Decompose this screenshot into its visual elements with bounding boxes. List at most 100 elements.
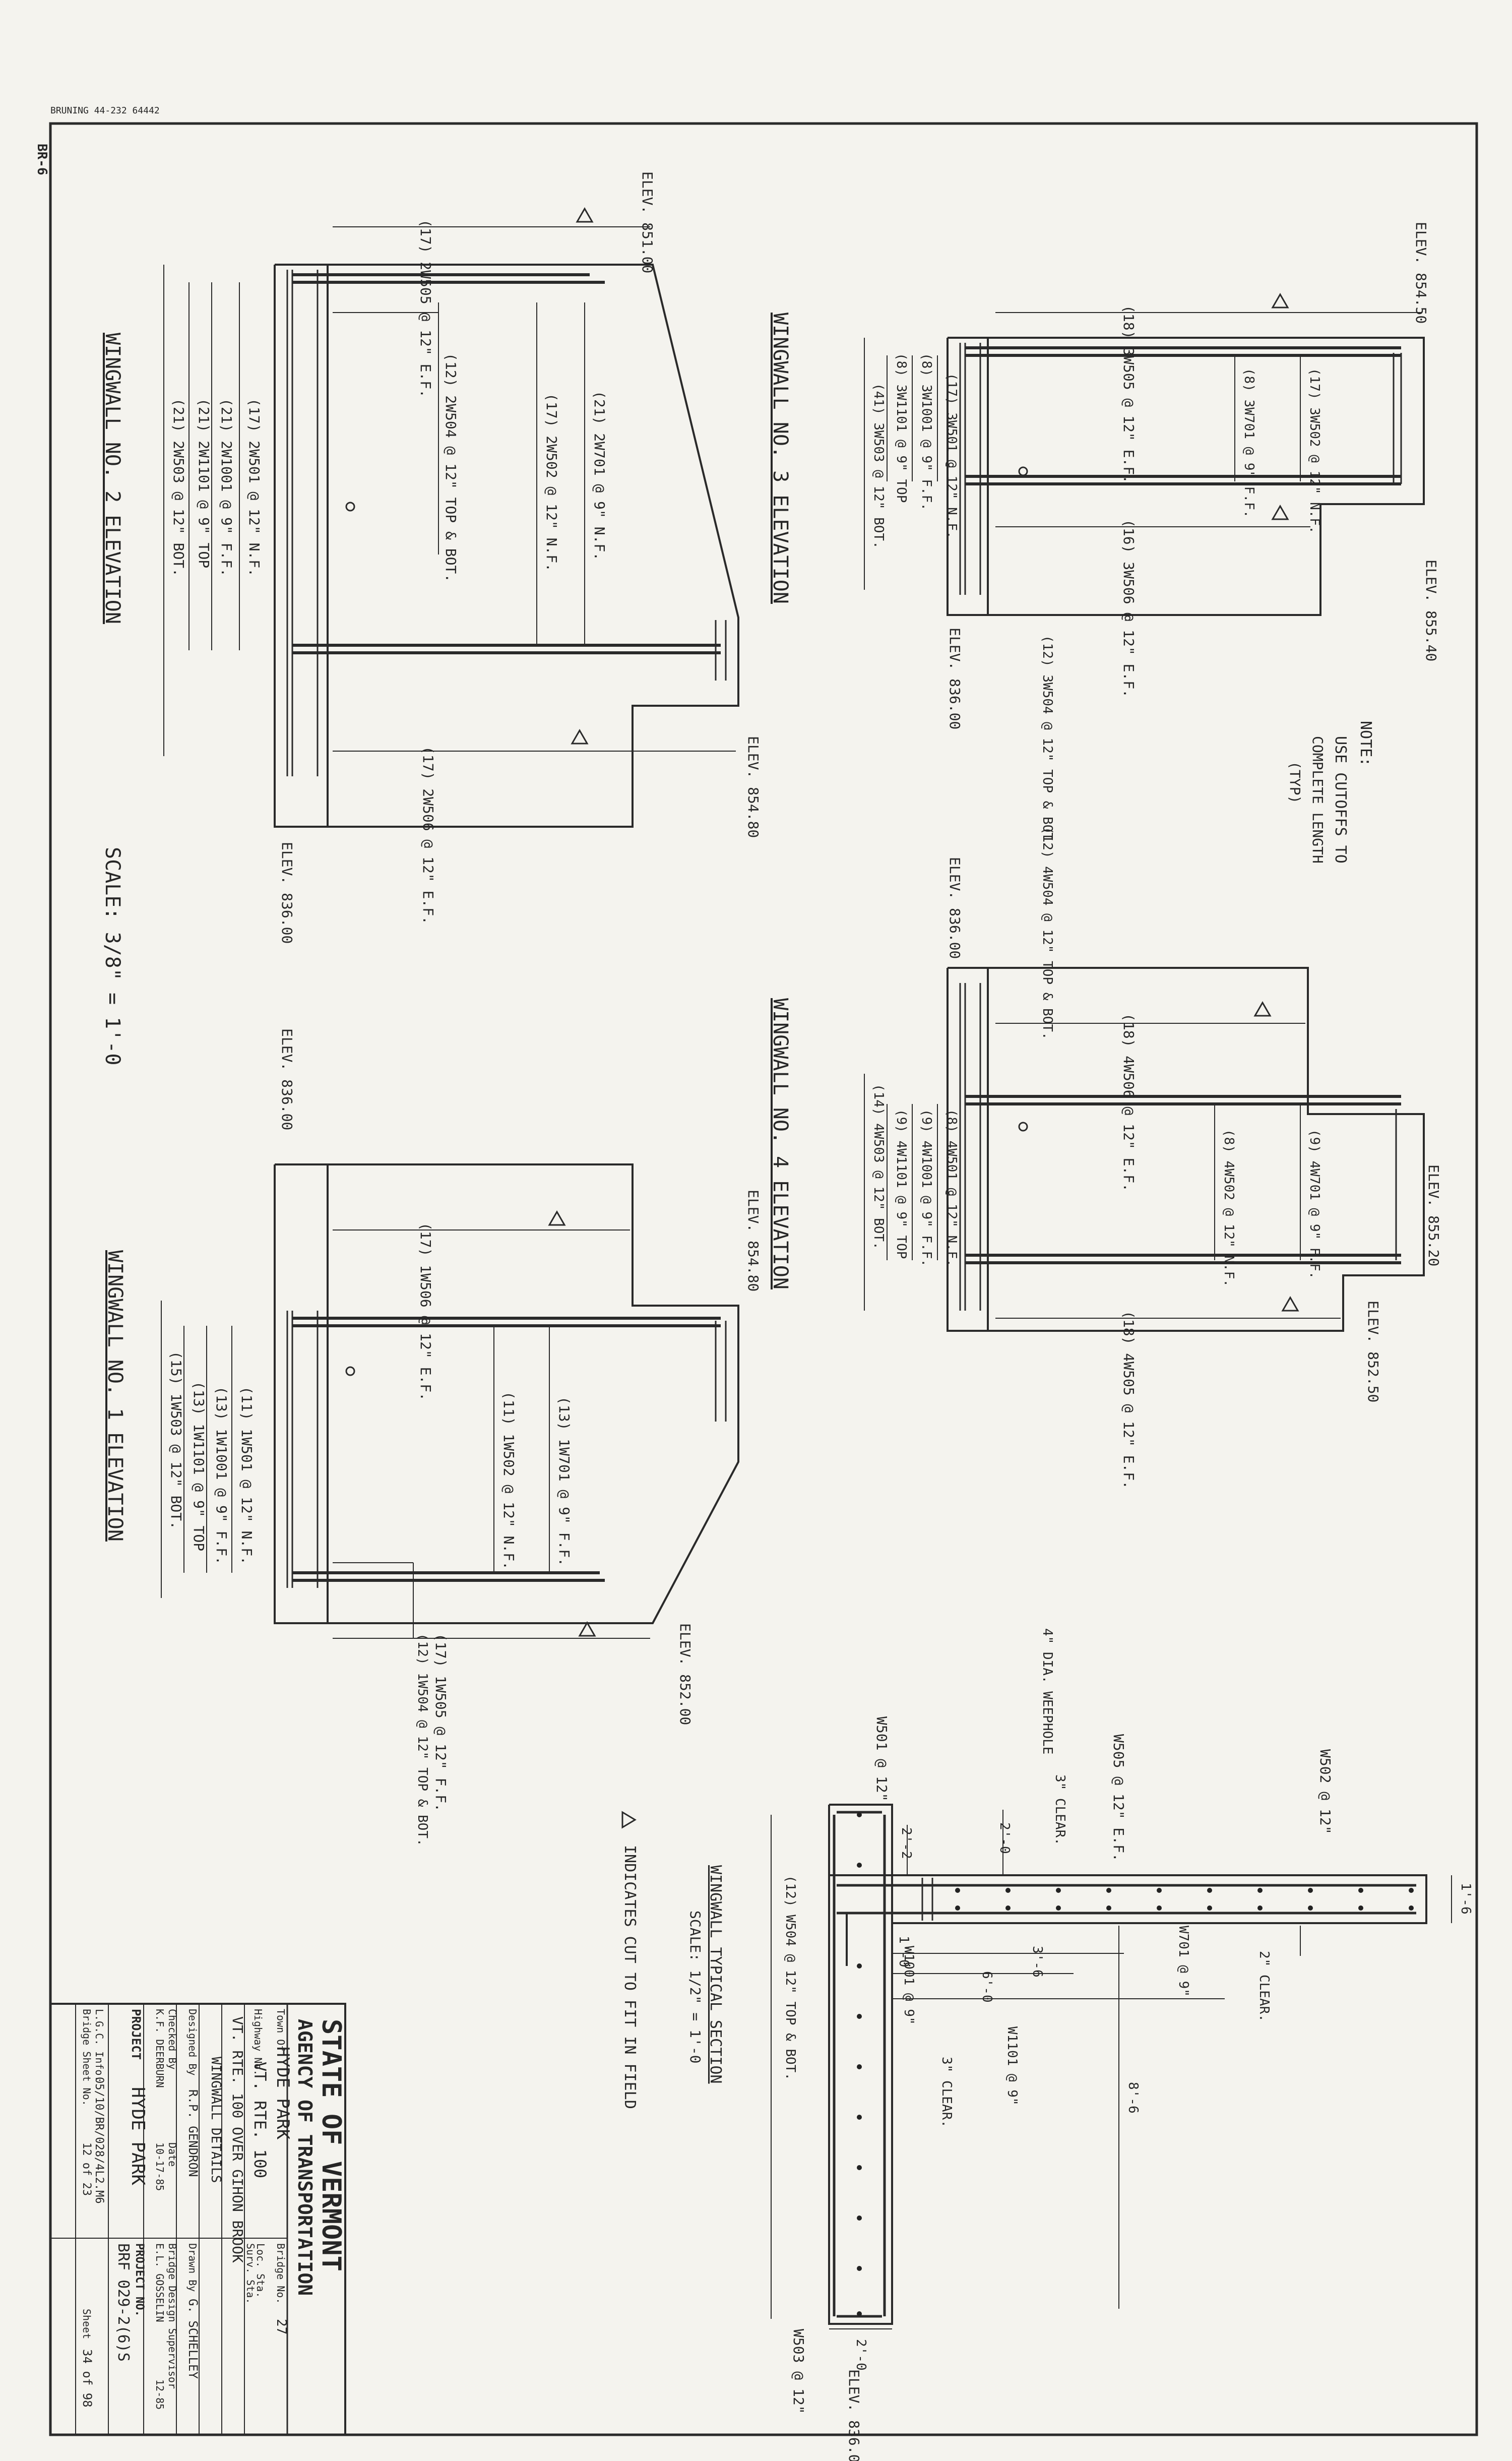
ts-w505: W505 @ 12" E.F.: [1110, 1734, 1127, 1862]
ww3-bar-502: (17) 3W502 @ 12" N.F.: [1307, 368, 1322, 534]
printer-stamp: BRUNING 44-232 64442: [50, 105, 160, 116]
tb-supervisor-label: Bridge Design Supervisor: [166, 2243, 178, 2389]
tb-project-no: BRF 029-2(6)S: [114, 2243, 132, 2362]
tb-lgc: 05/10/BR/028/4L2.M6: [93, 2077, 105, 2204]
tb-date-label: Date: [166, 2142, 178, 2167]
ww4-bar-501: (8) 4W501 @ 12" N.F.: [944, 1109, 959, 1267]
ts-d8-6: 8'-6: [1125, 2082, 1141, 2114]
ww1-elev-bottom: ELEV. 852.00: [677, 1623, 694, 1725]
ts-d2-2: 2'-2: [899, 1827, 914, 1859]
ww2-bar-bottom: (17) 2W506 @ 12" E.F.: [420, 746, 436, 925]
sheet-border: [49, 122, 1478, 2436]
ts-d3-6: 3'-6: [1030, 1946, 1045, 1978]
ts-w1001: W1001 @ 9": [901, 1946, 916, 2025]
ts-w503: W503 @ 12": [790, 2329, 807, 2414]
ww1-bar-1101: (13) 1W1101 @ 9" TOP: [191, 1381, 207, 1551]
ts-w1101: W1101 @ 9": [1004, 2026, 1020, 2106]
ww2-bar-top: (17) 2W505 @ 12" E.F.: [417, 219, 434, 398]
wingwall-typical-section: 4" DIA. WEEPHOLE W505 @ 12" E.F. W502 @ …: [687, 1628, 1473, 2461]
tb-project: HYDE PARK: [128, 2087, 148, 2185]
ww2-bar-1001: (21) 2W1001 @ 9" F.F.: [218, 398, 235, 577]
ww3-elev-bottom: ELEV. 836.00: [947, 628, 963, 729]
cut-triangle-icon: [621, 1811, 637, 1829]
tb-description: VT. RTE. 100 OVER GIHON BROOK: [229, 2016, 246, 2263]
tb-town-label: Town Of: [275, 2009, 287, 2051]
tb-sheet-title: WINGWALL DETAILS: [208, 2057, 223, 2183]
ts-w501: W501 @ 12": [873, 1716, 890, 1802]
tb-drawn-label: Drawn By: [186, 2243, 199, 2292]
wingwall-4-elevation: (18) 4W506 @ 12" E.F. ELEV. 836.00 (12) …: [769, 827, 1442, 1489]
ww2-bar-501: (17) 2W501 @ 12" N.F.: [246, 398, 263, 577]
tb-supervisor-date: 12-85: [154, 2379, 166, 2410]
ww3-bar-501: (17) 3W501 @ 12" N.F.: [944, 373, 959, 539]
note-line-3: (TYP): [1287, 761, 1303, 804]
ww2-elev-bottom: ELEV. 836.00: [279, 842, 295, 944]
tb-checked-date: 10-17-85: [154, 2142, 166, 2191]
ww3-bar-504: (12) 3W504 @ 12" TOP & BOT.: [1040, 635, 1055, 848]
ww3-bar-503: (41) 3W503 @ 12" BOT.: [871, 383, 886, 549]
note-title: NOTE:: [1357, 721, 1374, 766]
ts-w502: W502 @ 12": [1317, 1749, 1334, 1834]
ww2-bar-504: (12) 2W504 @ 12" TOP & BOT.: [443, 353, 459, 582]
ww1-bar-503: (15) 1W503 @ 12" BOT.: [168, 1351, 184, 1529]
title-block: STATE OF VERMONT AGENCY OF TRANSPORTATIO…: [49, 2003, 346, 2436]
ts-d2-0b: 2'-0: [853, 2339, 868, 2371]
ww4-elev-bottom: ELEV. 852.50: [1365, 1301, 1381, 1402]
note-line-1: USE CUTOFFS TO: [1332, 736, 1349, 864]
tb-bridge-sheet: 12 of 23: [80, 2142, 93, 2196]
ww1-title: WINGWALL NO. 1 ELEVATION: [103, 1250, 127, 1542]
ts-clear2: 2" CLEAR.: [1256, 1951, 1272, 2022]
tb-bridge-no: 27: [274, 2319, 289, 2334]
ww1-bar-504: (12) 1W504 @ 12" TOP & BOT.: [415, 1633, 430, 1847]
tb-supervisor: E.L. GOSSELIN: [154, 2243, 166, 2322]
tb-sheet-label: Sheet: [81, 2309, 93, 2339]
ww3-bar-1001: (8) 3W1001 @ 9" F.F.: [919, 353, 934, 511]
ww1-bar-501: (11) 1W501 @ 12" N.F.: [238, 1386, 255, 1565]
ts-d2-0: 2'-0: [997, 1822, 1012, 1854]
tb-designed-label: Designed By: [186, 2009, 199, 2075]
ww1-bar-701: (13) 1W701 @ 9" F.F.: [556, 1396, 573, 1566]
note-line-2: COMPLETE LENGTH: [1309, 736, 1326, 864]
tb-agency: AGENCY OF TRANSPORTATION: [294, 2019, 316, 2296]
tb-project-no-label: PROJECT NO.: [133, 2243, 146, 2317]
ts-elev: ELEV. 836.00: [846, 2369, 862, 2461]
ww1-bar-bottom: (17) 1W505 @ 12" F.F.: [432, 1633, 449, 1812]
tb-town: HYDE PARK: [273, 2047, 293, 2140]
ww4-bar-503: (14) 4W503 @ 12" BOT.: [871, 1084, 886, 1250]
ww2-elev-top: ELEV. 851.00: [639, 171, 656, 273]
ww3-bar-701: (8) 3W701 @ 9" F.F.: [1241, 368, 1256, 518]
wingwall-3-elevation: (18) 3W505 @ 12" E.F. ELEV. 854.50 (16) …: [769, 222, 1439, 848]
sheet-code: BR-6: [34, 144, 49, 175]
tb-loc-sta-label: Loc. Sta.: [255, 2243, 267, 2298]
tb-checked-label: Checked By: [166, 2009, 178, 2069]
ww1-bar-top: (17) 1W506 @ 12" E.F.: [417, 1222, 434, 1401]
ts-w701: W701 @ 9": [1176, 1926, 1191, 1997]
ww4-elev-right: ELEV. 855.20: [1425, 1164, 1442, 1266]
tb-highway-label: Highway No.: [252, 2009, 264, 2075]
cutoff-note: NOTE: USE CUTOFFS TO COMPLETE LENGTH (TY…: [1287, 721, 1374, 864]
ts-clear3: 3" CLEAR.: [1052, 1774, 1067, 1845]
ts-w504: (12) W504 @ 12" TOP & BOT.: [783, 1875, 798, 2080]
ww3-bar-top: (18) 3W505 @ 12" E.F.: [1120, 305, 1137, 483]
ww2-bar-503: (21) 2W503 @ 12" BOT.: [170, 398, 187, 577]
ww4-bar-top: (18) 4W506 @ 12" E.F.: [1120, 1013, 1137, 1192]
ww4-bar-701: (9) 4W701 @ 9" F.F.: [1307, 1129, 1322, 1279]
ww4-bar-504: (12) 4W504 @ 12" TOP & BOT.: [1040, 827, 1055, 1040]
ww2-bar-701: (21) 2W701 @ 9" N.F.: [591, 391, 608, 561]
cut-to-fit-note: INDICATES CUT TO FIT IN FIELD: [621, 1811, 639, 2109]
ww2-bar-1101: (21) 2W1101 @ 9" TOP: [196, 398, 212, 568]
ww3-elev-right: ELEV. 855.40: [1423, 560, 1439, 661]
tb-checked: K.F. DEERBURN: [154, 2009, 166, 2088]
tb-lgc-label: L.G.C. Info.: [93, 2009, 105, 2082]
wingwall-1-elevation: (17) 1W506 @ 12" E.F. ELEV. 836.00 ELEV.…: [103, 1028, 762, 1847]
ww2-title: WINGWALL NO. 2 ELEVATION: [101, 333, 124, 624]
tb-surv-sta-label: Surv. Sta.: [244, 2243, 257, 2304]
ww2-elev-right: ELEV. 854.80: [745, 736, 762, 838]
ts-title: WINGWALL TYPICAL SECTION: [707, 1865, 724, 2083]
ww4-elev-top: ELEV. 836.00: [947, 857, 963, 959]
wingwall-2-elevation: (17) 2W505 @ 12" E.F. ELEV. 851.00 (17) …: [101, 171, 762, 1065]
ts-d6-0: 6'-0: [979, 1971, 994, 2003]
ww4-bar-502: (8) 4W502 @ 12" N.F.: [1221, 1129, 1236, 1287]
ww3-bar-1101: (8) 3W1101 @ 9" TOP: [894, 353, 909, 503]
